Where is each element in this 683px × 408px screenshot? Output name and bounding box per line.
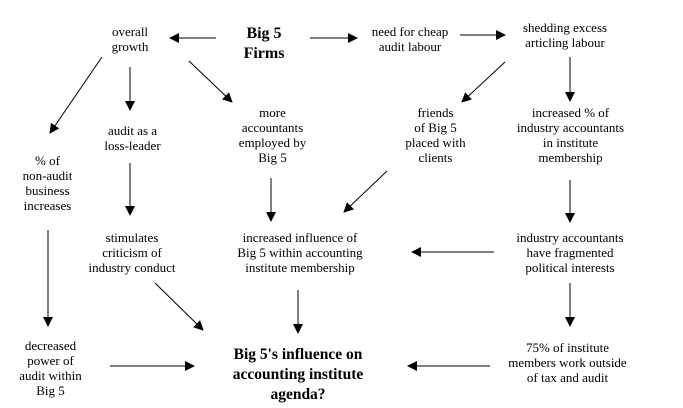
node-audit-loss-leader: audit as a loss-leader (104, 123, 161, 153)
node-overall-growth: overall growth (111, 24, 149, 54)
node-big5-firms: Big 5 Firms (243, 25, 285, 62)
node-decreased-power: decreased power of audit within Big 5 (19, 338, 82, 398)
arrow-growth-to-more-accountants (188, 60, 233, 103)
node-75pct-members: 75% of institute members work outside of… (508, 340, 627, 385)
node-more-accountants: more accountants employed by Big 5 (238, 105, 307, 165)
node-increased-influence: increased influence of Big 5 within acco… (237, 230, 363, 275)
arrow-criticism-to-agenda (154, 282, 204, 331)
node-shedding-articling-labour: shedding excess articling labour (522, 20, 608, 50)
node-friends-of-big5: friends of Big 5 placed with clients (405, 105, 466, 165)
node-stimulates-criticism: stimulates criticism of industry conduct (88, 230, 176, 275)
arrow-shedding-to-friends (461, 61, 506, 103)
node-increased-pct-industry-accountants: increased % of industry accountants in i… (516, 105, 625, 165)
arrow-friends-to-influence (343, 170, 388, 213)
node-influence-on-agenda: Big 5's influence on accounting institut… (232, 346, 364, 403)
arrow-growth-to-non-audit (49, 56, 103, 134)
node-need-cheap-audit-labour: need for cheap audit labour (371, 24, 449, 54)
node-non-audit-business: % of non-audit business increases (22, 153, 73, 213)
node-fragmented-interests: industry accountants have fragmented pol… (516, 230, 624, 275)
